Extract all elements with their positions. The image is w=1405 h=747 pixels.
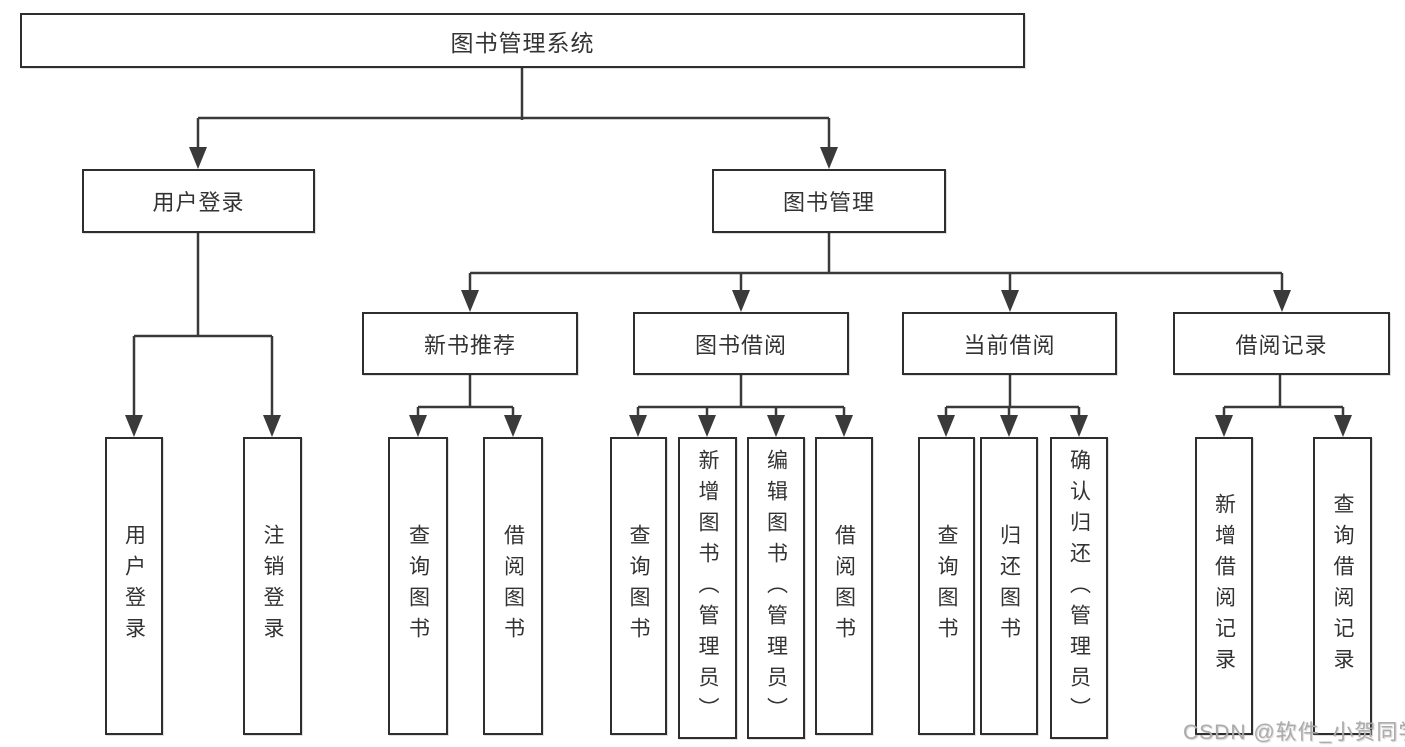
node-label: 借阅记录 [1235, 332, 1328, 358]
node-label: 用户登录 [122, 524, 146, 648]
leaf-br-query-record: 查询借阅记录 [1313, 437, 1372, 735]
leaf-nb-borrow-book: 借阅图书 [483, 437, 543, 735]
leaf-br-add-record: 新增借阅记录 [1195, 437, 1253, 735]
node-label: 当前借阅 [963, 332, 1056, 358]
node-borrow-record: 借阅记录 [1173, 312, 1390, 375]
node-label: 归还图书 [997, 524, 1021, 648]
leaf-cb-return-book: 归还图书 [980, 437, 1038, 735]
node-label: 查询图书 [406, 524, 430, 648]
node-library-management-system: 图书管理系统 [20, 13, 1025, 68]
csdn-watermark: CSDN @软件_小贺同学 [1183, 721, 1405, 744]
node-label: 查询图书 [935, 524, 958, 648]
node-current-borrow: 当前借阅 [902, 312, 1117, 375]
node-label: 图书借阅 [694, 332, 787, 358]
node-label: 图书管理 [782, 190, 875, 215]
leaf-bb-query-book: 查询图书 [610, 437, 667, 735]
leaf-bb-edit-book-admin: 编辑图书（管理员） [747, 437, 805, 739]
node-label: 新增图书（管理员） [696, 448, 719, 728]
node-label: 借阅图书 [832, 524, 856, 648]
node-label: 新书推荐 [423, 332, 516, 358]
leaf-cb-query-book: 查询图书 [918, 437, 975, 735]
node-book-borrow: 图书借阅 [633, 312, 849, 375]
node-label: 注销登录 [261, 524, 284, 648]
node-user-login: 用户登录 [82, 169, 315, 233]
leaf-cb-confirm-return-admin: 确认归还（管理员） [1050, 437, 1108, 739]
node-label: 查询图书 [627, 524, 650, 648]
leaf-bb-borrow-book: 借阅图书 [815, 437, 873, 735]
leaf-logout-login: 注销登录 [243, 437, 302, 735]
node-label: 确认归还（管理员） [1067, 448, 1091, 728]
node-label: 图书管理系统 [450, 29, 595, 56]
node-label: 新增借阅记录 [1212, 493, 1236, 679]
leaf-nb-query-book: 查询图书 [388, 437, 448, 735]
node-new-book-recommend: 新书推荐 [362, 312, 578, 375]
node-book-management: 图书管理 [712, 169, 946, 233]
node-label: 查询借阅记录 [1331, 493, 1354, 679]
leaf-user-login: 用户登录 [105, 437, 163, 735]
node-label: 用户登录 [152, 190, 245, 215]
leaf-bb-add-book-admin: 新增图书（管理员） [678, 437, 737, 739]
node-label: 编辑图书（管理员） [764, 448, 788, 728]
node-label: 借阅图书 [501, 524, 525, 648]
